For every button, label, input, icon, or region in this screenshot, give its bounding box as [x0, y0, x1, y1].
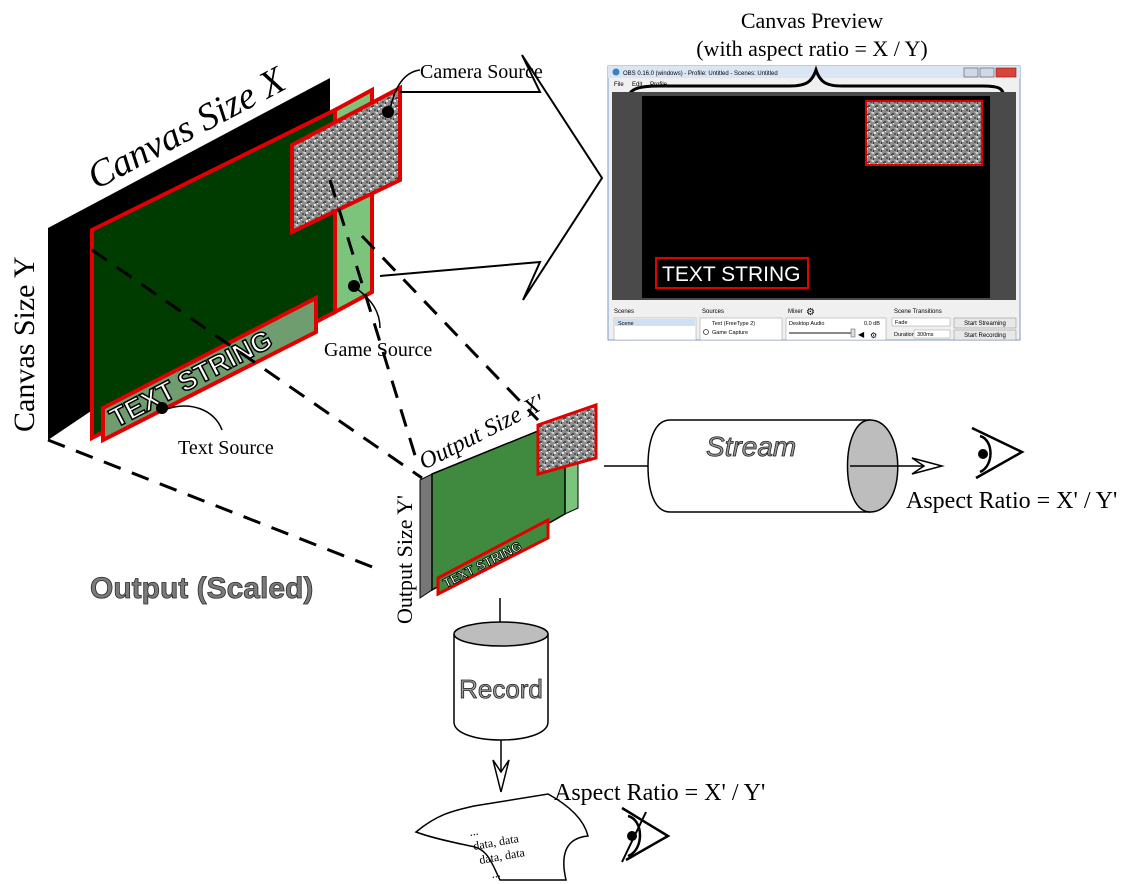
obs-menu-file[interactable]: File — [614, 82, 624, 88]
text-source-leader — [164, 406, 222, 430]
mixer-gear-icon[interactable]: ⚙ — [870, 331, 877, 340]
stream-label: Stream — [706, 431, 796, 462]
output-scaled-label: Output (Scaled) — [90, 572, 313, 605]
obs-mixer-slider-handle[interactable] — [851, 329, 855, 337]
obs-minimize-button[interactable] — [964, 68, 978, 77]
camera-source-label: Camera Source — [420, 61, 543, 83]
obs-window-title: OBS 0.16.0 (windows) - Profile: Untitled… — [623, 71, 778, 77]
obs-mixer-channel: Desktop Audio — [789, 321, 824, 327]
obs-mixer-header: Mixer — [788, 309, 803, 315]
record-cylinder-top — [454, 622, 548, 646]
obs-duration-value: 300ms — [917, 332, 934, 338]
stream-aspect-ratio-label: Aspect Ratio = X' / Y' — [906, 488, 1117, 514]
output-size-y-label: Output Size Y' — [392, 495, 417, 624]
obs-app-icon — [613, 69, 620, 76]
game-source-label: Game Source — [324, 339, 432, 361]
obs-window: OBS 0.16.0 (windows) - Profile: Untitled… — [608, 66, 1020, 340]
start-recording-label: Start Recording — [964, 333, 1006, 339]
text-source-dot — [156, 402, 168, 414]
canvas-preview-title-line2: (with aspect ratio = X / Y) — [696, 36, 928, 61]
obs-scenes-header: Scenes — [614, 309, 634, 315]
canvas-preview-title-line1: Canvas Preview — [741, 8, 883, 33]
obs-scene-item-label: Scene — [618, 321, 634, 327]
record-aspect-ratio-label: Aspect Ratio = X' / Y' — [554, 780, 765, 806]
obs-transition-value: Fade — [895, 320, 908, 326]
obs-source-text[interactable]: Text (FreeType 2) — [712, 321, 755, 327]
obs-mixer-level: 0.0 dB — [864, 321, 880, 327]
gear-icon[interactable]: ⚙ — [806, 307, 815, 318]
obs-source-game[interactable]: Game Capture — [712, 330, 748, 336]
start-streaming-label: Start Streaming — [964, 321, 1006, 327]
speaker-icon[interactable]: ◀ — [858, 330, 865, 339]
obs-preview-camera — [866, 101, 982, 165]
camera-source-dot — [382, 106, 394, 118]
output-camera-panel — [538, 405, 596, 474]
record-eye-icon — [622, 808, 668, 862]
record-label: Record — [459, 674, 543, 704]
obs-duration-label: Duration — [894, 332, 915, 338]
stream-eye-icon — [972, 428, 1022, 478]
obs-mixer-slider[interactable] — [789, 332, 853, 334]
obs-preview-text: TEXT STRING — [662, 263, 800, 286]
text-source-label: Text Source — [178, 437, 274, 459]
output-side — [420, 474, 432, 598]
preview-arrow — [380, 55, 602, 300]
record-block: Record ... data, data data, data ... Asp… — [416, 598, 765, 881]
obs-sources-header: Sources — [702, 309, 724, 315]
canvas-size-y-label: Canvas Size Y — [8, 256, 41, 432]
canvas-preview-title: Canvas Preview (with aspect ratio = X / … — [696, 8, 928, 61]
obs-transitions-header: Scene Transitions — [894, 309, 942, 315]
obs-maximize-button[interactable] — [980, 68, 994, 77]
obs-close-button[interactable] — [996, 68, 1016, 77]
canvas-block: TEXT STRING Canvas Size X Canvas Size Y … — [8, 58, 543, 459]
stream-block: Stream Aspect Ratio = X' / Y' — [604, 420, 1117, 514]
